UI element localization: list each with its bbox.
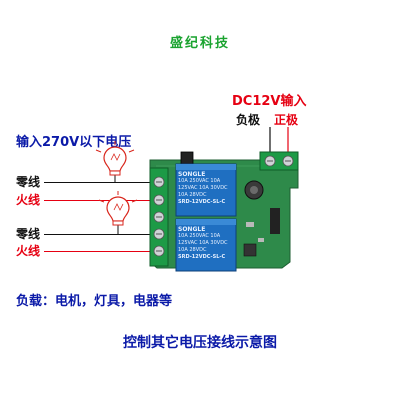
light-bulb-icon <box>98 191 138 226</box>
neutral-wire-label-1: 零线 <box>16 175 41 189</box>
load-label: 负载：电机，灯具，电器等 <box>16 294 173 309</box>
input-voltage-label: 输入270V以下电压 <box>16 135 132 150</box>
relay-1-model: SRD-12VDC-SL-C <box>178 199 226 205</box>
neutral-wire-2 <box>44 234 152 235</box>
light-bulb-icon <box>95 141 135 176</box>
live-wire-label-2: 火线 <box>16 244 41 258</box>
neutral-wire-label-2: 零线 <box>16 227 41 241</box>
relay-1-text: SONGLE 10A 250VAC 10A 125VAC 10A 30VDC 1… <box>178 171 234 215</box>
relay-2-rating: 10A 250VAC 10A 125VAC 10A 30VDC 10A 28VD… <box>178 233 228 253</box>
relay-component <box>175 163 237 217</box>
diagram-caption: 控制其它电压接线示意图 <box>123 335 277 351</box>
relay-2-model: SRD-12VDC-SL-C <box>178 254 226 260</box>
positive-label: 正极 <box>274 113 299 127</box>
brand-title: 盛纪科技 <box>169 36 230 51</box>
relay-1-brand: SONGLE <box>178 171 206 178</box>
relay-2-text: SONGLE 10A 250VAC 10A 125VAC 10A 30VDC 1… <box>178 226 234 270</box>
live-wire-label-1: 火线 <box>16 193 41 207</box>
negative-label: 负极 <box>236 113 261 127</box>
relay-2-brand: SONGLE <box>178 226 206 233</box>
neutral-wire-1 <box>44 182 152 183</box>
relay-component <box>175 218 237 272</box>
power-input-label: DC12V输入 <box>232 94 307 109</box>
live-wire-1 <box>44 200 152 201</box>
live-wire-2 <box>44 251 152 252</box>
relay-1-rating: 10A 250VAC 10A 125VAC 10A 30VDC 10A 28VD… <box>178 178 228 198</box>
